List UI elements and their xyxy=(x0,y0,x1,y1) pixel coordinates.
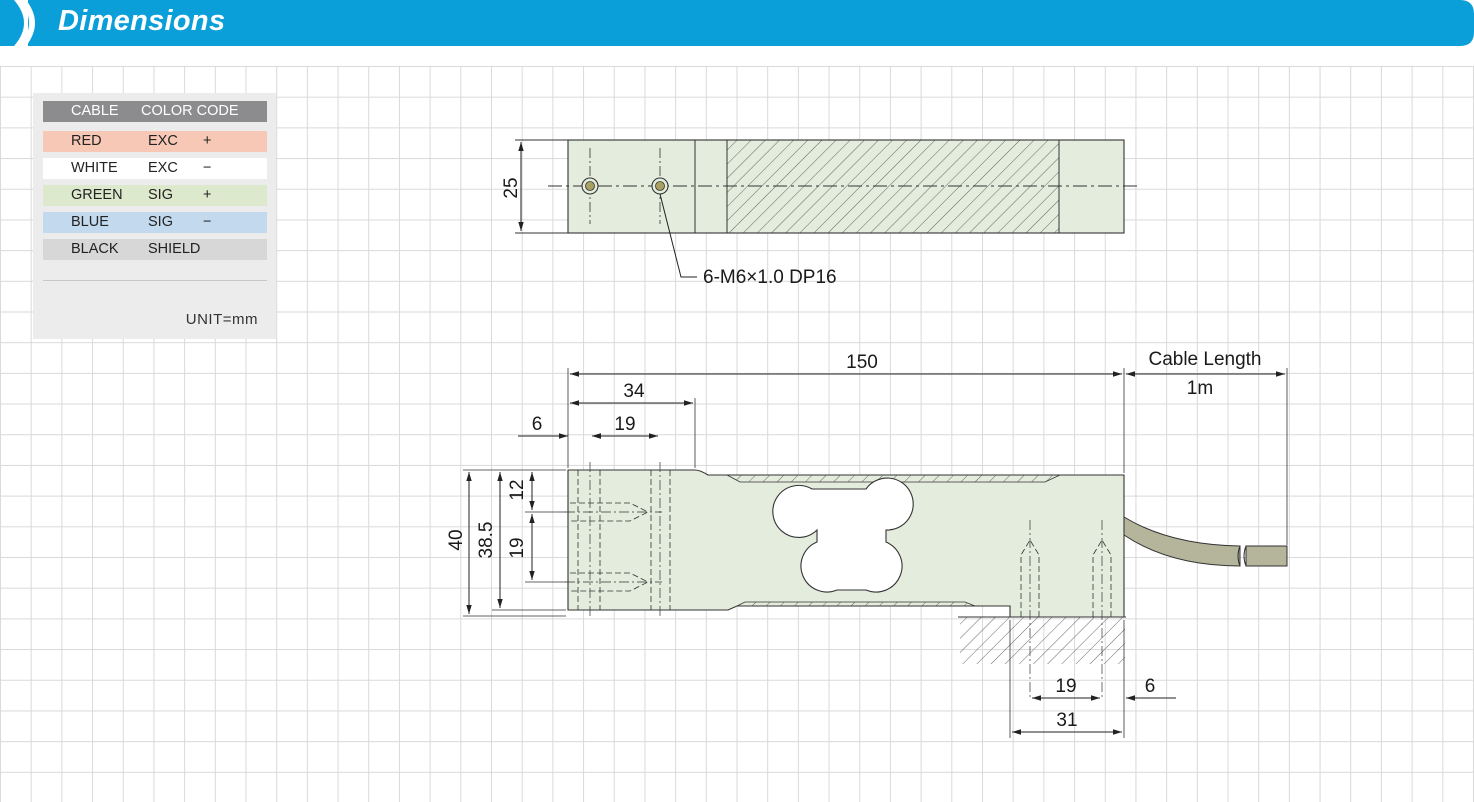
dim-label-38-5: 38.5 xyxy=(476,522,497,559)
unit-label: UNIT=mm xyxy=(185,311,258,328)
cable-end xyxy=(1245,545,1288,567)
section-header: Dimensions xyxy=(0,0,1474,46)
hole-note: 6-M6×1.0 DP16 xyxy=(703,267,837,288)
dim-label-25: 25 xyxy=(501,177,522,198)
legend-color: RED xyxy=(71,133,102,149)
dim-label-34: 34 xyxy=(623,381,645,402)
legend-color: WHITE xyxy=(71,160,118,176)
legend-signal: SIG xyxy=(148,214,173,230)
legend-signal: SHIELD xyxy=(148,241,201,257)
dim-label-12: 12 xyxy=(507,479,528,500)
dim-label-19-vertical: 19 xyxy=(507,537,528,558)
legend-divider xyxy=(43,280,267,281)
legend-header-color-code: COLOR CODE xyxy=(141,103,239,119)
dim-label-19-top: 19 xyxy=(614,414,635,435)
legend-sign: − xyxy=(203,160,212,176)
legend-color: GREEN xyxy=(71,187,123,203)
dim-label-40: 40 xyxy=(446,529,467,550)
page-title: Dimensions xyxy=(58,5,226,37)
legend-signal: EXC xyxy=(148,160,178,176)
dim-label-19-bottom: 19 xyxy=(1055,676,1076,697)
legend-color: BLACK xyxy=(71,241,119,257)
legend-header-cable: CABLE xyxy=(71,103,119,119)
legend-row-green: GREEN SIG + xyxy=(43,185,267,206)
cable xyxy=(1123,516,1241,567)
mounting-base-hatch xyxy=(960,617,1125,664)
strain-cutout xyxy=(772,477,914,593)
legend-color: BLUE xyxy=(71,214,109,230)
cable-color-legend: CABLE COLOR CODE RED EXC + WHITE EXC − G… xyxy=(33,93,276,339)
legend-sign: + xyxy=(203,187,212,203)
dim-label-6-right: 6 xyxy=(1145,676,1156,697)
header-bar-shape xyxy=(0,0,1474,46)
dim-label-150: 150 xyxy=(846,352,878,373)
legend-sign: − xyxy=(203,214,212,230)
dim-label-6-left: 6 xyxy=(532,414,543,435)
legend-sign: + xyxy=(203,133,212,149)
side-view: 150 Cable Length 1m 34 6 19 40 38.5 12 1… xyxy=(446,349,1288,738)
dim-label-31: 31 xyxy=(1056,710,1077,731)
legend-header-row: CABLE COLOR CODE xyxy=(43,101,267,122)
legend-signal: EXC xyxy=(148,133,178,149)
cable-length-value: 1m xyxy=(1187,378,1213,399)
top-view: 25 6-M6×1.0 DP16 xyxy=(501,139,1140,288)
legend-row-red: RED EXC + xyxy=(43,131,267,152)
cable-length-title: Cable Length xyxy=(1148,349,1261,370)
legend-row-white: WHITE EXC − xyxy=(43,158,267,179)
legend-row-blue: BLUE SIG − xyxy=(43,212,267,233)
legend-row-black: BLACK SHIELD xyxy=(43,239,267,260)
top-view-hatched-area xyxy=(726,139,1060,234)
legend-signal: SIG xyxy=(148,187,173,203)
